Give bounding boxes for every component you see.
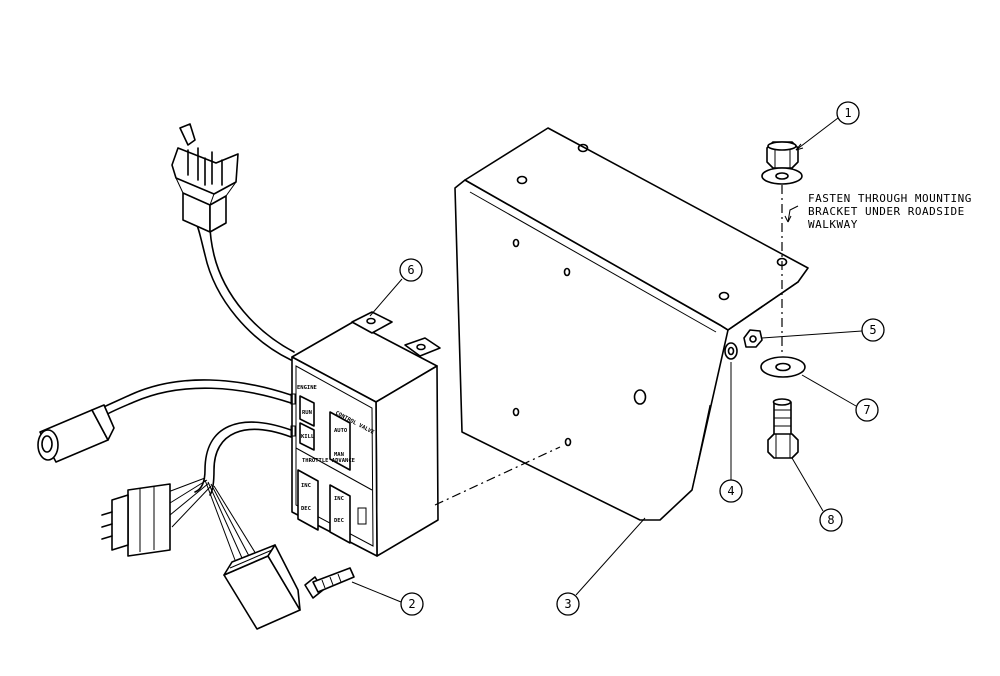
center-line-box: [434, 446, 561, 506]
engine-label: ENGINE: [297, 385, 317, 391]
switch-run: [299, 395, 315, 427]
switch-label-dec-1: DEC: [301, 506, 311, 512]
switch-label-inc-2: INC: [334, 496, 344, 502]
round-connector: [37, 404, 115, 463]
callout-6: 6: [369, 258, 423, 317]
hex-bolt: [767, 398, 799, 459]
switch-auto-man: [329, 411, 351, 471]
callout-1: 1: [795, 101, 860, 151]
solenoid-connector: [171, 123, 239, 233]
callout-2: 2: [351, 581, 424, 616]
callout-5: 5: [761, 318, 885, 342]
flat-washer: [760, 356, 806, 378]
lock-washer: [724, 342, 738, 360]
note-line-3: WALKWAY: [808, 218, 858, 231]
switch-label-run: RUN: [302, 410, 312, 416]
callout-4: 4: [719, 362, 743, 503]
switch-label-inc-1: INC: [301, 483, 311, 489]
control-box: ENGINE CONTROL VALVE THROTTLE ADVANCE RU…: [290, 311, 441, 557]
washer-top: [761, 167, 803, 185]
switch-engine-inc-dec: [297, 469, 319, 531]
switch-label-kill: KILL: [301, 434, 315, 440]
hex-nut: [766, 141, 799, 169]
flat-connector: [101, 483, 171, 557]
switch-kill: [299, 422, 315, 451]
svg-text:7: 7: [863, 403, 870, 417]
switch-label-man: MAN: [334, 452, 344, 458]
box-bolt: [304, 567, 355, 599]
svg-text:1: 1: [844, 106, 851, 120]
callout-3: 3: [556, 517, 646, 616]
svg-text:2: 2: [408, 597, 415, 611]
note-line-1: FASTEN THROUGH MOUNTING: [808, 192, 972, 205]
switch-throttle-inc-dec: [329, 484, 351, 544]
mounting-bracket: [454, 127, 809, 521]
throttle-label: THROTTLE ADVANCE: [302, 458, 355, 464]
switch-label-auto: AUTO: [334, 428, 348, 434]
svg-text:8: 8: [827, 513, 834, 527]
note-line-2: BRACKET UNDER ROADSIDE: [808, 205, 965, 218]
svg-text:5: 5: [869, 323, 876, 337]
switch-label-dec-2: DEC: [334, 518, 344, 524]
small-nut: [743, 329, 763, 348]
svg-text:6: 6: [407, 263, 414, 277]
svg-text:4: 4: [727, 484, 734, 498]
svg-text:3: 3: [564, 597, 571, 611]
callout-8: 8: [791, 457, 843, 532]
callout-7: 7: [801, 374, 879, 422]
rect-connector: [223, 544, 301, 630]
fastening-note: FASTEN THROUGH MOUNTING BRACKET UNDER RO…: [784, 192, 972, 231]
wiring-harness: [97, 224, 295, 561]
